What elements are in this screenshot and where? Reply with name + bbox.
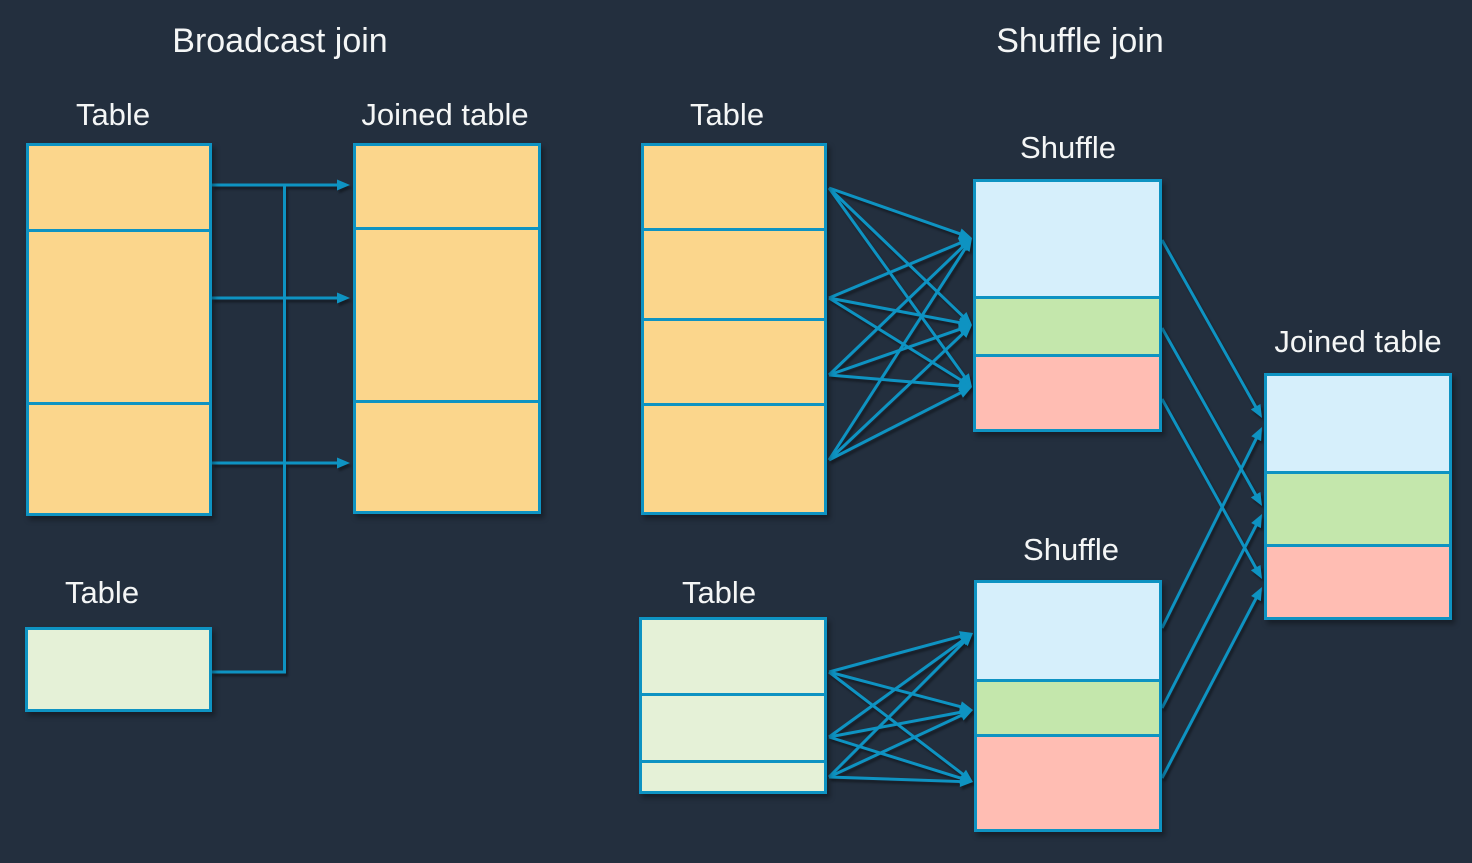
- fan-bottom-r3-green-arrowhead-icon: [958, 710, 973, 721]
- shuffle-top-table-row: [644, 321, 824, 403]
- fan-top-r4-blue-arrowhead-icon: [960, 238, 972, 252]
- shuffle-bottom-table-row: [642, 763, 824, 791]
- broadcast-left-table: [26, 143, 212, 516]
- fan-top-r3-blue: [827, 243, 967, 377]
- broadcast-joined-table-row: [356, 146, 538, 227]
- broadcast-left-table-label: Table: [75, 97, 151, 132]
- broadcast-small-table-row: [28, 630, 209, 709]
- fan-top-r1-blue: [828, 186, 964, 237]
- shuffle-bottom-shuffle-label: Shuffle: [1023, 532, 1119, 567]
- shuffle-bottom-shuffle-row: [977, 682, 1159, 734]
- broadcast-joined-table: [353, 143, 541, 514]
- fan-top-r1-blue-arrowhead-icon: [957, 228, 972, 239]
- shuffle-joined-table-row: [1267, 376, 1449, 471]
- fan-bottom-r3-pink-arrowhead-icon: [959, 776, 973, 788]
- shuffle-joined-table: [1264, 373, 1452, 620]
- fan-top-r4-green-arrowhead-icon: [958, 325, 972, 338]
- shuffle-top-shuffle-label: Shuffle: [1020, 130, 1116, 165]
- fan-top-r3-pink: [828, 373, 964, 388]
- shuffle-joined-table-row: [1267, 474, 1449, 544]
- shuffle-bottom-shuffle-row: [977, 737, 1159, 829]
- fan-top-r4-pink: [828, 389, 965, 462]
- shuffle-joined-table-label: Joined table: [1274, 324, 1442, 359]
- fan-top-r4-green: [827, 330, 967, 462]
- fan-top-r1-green-arrowhead-icon: [958, 312, 972, 325]
- fan-bottom-r3-pink: [828, 775, 965, 784]
- fan-bottom-r3-blue: [827, 638, 968, 779]
- broadcast-arrow-row1-arrowhead-icon: [337, 179, 350, 191]
- shuffle-bottom-shuffle: [974, 580, 1162, 832]
- fan-bottom-r2-green: [828, 710, 965, 739]
- merge-bottom-green: [1160, 521, 1260, 709]
- broadcast-arrow-row2-arrowhead-icon: [337, 292, 350, 304]
- broadcast-small-table-label: Table: [64, 575, 140, 610]
- merge-top-blue-arrowhead-icon: [1250, 403, 1262, 418]
- fan-top-r2-pink: [828, 296, 966, 384]
- merge-top-green: [1160, 327, 1259, 499]
- merge-top-blue: [1160, 239, 1259, 411]
- shuffle-top-shuffle-row: [976, 182, 1159, 296]
- shuffle-bottom-table-row: [642, 620, 824, 693]
- shuffle-bottom-table-row: [642, 696, 824, 760]
- broadcast-joined-table-row: [356, 230, 538, 400]
- shuffle-bottom-shuffle-row: [977, 583, 1159, 679]
- broadcast-join-title: Broadcast join: [172, 22, 388, 60]
- merge-bottom-blue: [1160, 434, 1260, 629]
- broadcast-joined-table-row: [356, 403, 538, 511]
- shuffle-top-table-row: [644, 406, 824, 512]
- fan-bottom-r1-blue: [828, 633, 965, 674]
- merge-top-green-arrowhead-icon: [1250, 491, 1262, 506]
- broadcast-small-table: [25, 627, 212, 712]
- merge-bottom-pink: [1160, 594, 1260, 779]
- shuffle-top-table-row: [644, 231, 824, 318]
- fan-top-r1-green: [827, 186, 967, 320]
- merge-top-pink: [1160, 398, 1259, 572]
- fan-top-r1-pink: [827, 187, 968, 381]
- fan-top-r4-blue: [827, 244, 969, 461]
- shuffle-bottom-table: [639, 617, 827, 794]
- shuffle-top-shuffle: [973, 179, 1162, 432]
- fan-bottom-r3-green: [828, 712, 966, 779]
- shuffle-bottom-table-label: Table: [681, 575, 757, 610]
- fan-bottom-r3-blue-arrowhead-icon: [959, 633, 973, 647]
- broadcast-arrow-row3-arrowhead-icon: [337, 457, 350, 469]
- fan-bottom-r2-blue: [828, 637, 967, 739]
- shuffle-joined-table-row: [1267, 547, 1449, 617]
- merge-top-pink-arrowhead-icon: [1250, 564, 1262, 579]
- shuffle-top-shuffle-row: [976, 299, 1159, 354]
- fan-top-r3-green: [828, 326, 964, 377]
- merge-bottom-pink-arrowhead-icon: [1251, 587, 1262, 602]
- broadcast-joined-table-label: Joined table: [361, 97, 529, 132]
- merge-bottom-green-arrowhead-icon: [1251, 514, 1262, 529]
- fan-bottom-r2-pink: [828, 735, 965, 781]
- merge-bottom-blue-arrowhead-icon: [1251, 427, 1262, 442]
- shuffle-top-table-label: Table: [689, 97, 765, 132]
- fan-top-r2-blue: [828, 240, 965, 300]
- shuffle-top-table: [641, 143, 827, 515]
- shuffle-top-table-row: [644, 146, 824, 228]
- broadcast-left-table-row: [29, 232, 209, 402]
- broadcast-left-table-row: [29, 146, 209, 229]
- shuffle-join-title: Shuffle join: [996, 22, 1164, 60]
- shuffle-top-shuffle-row: [976, 357, 1159, 429]
- broadcast-left-table-row: [29, 405, 209, 513]
- fan-top-r4-pink-arrowhead-icon: [957, 387, 972, 398]
